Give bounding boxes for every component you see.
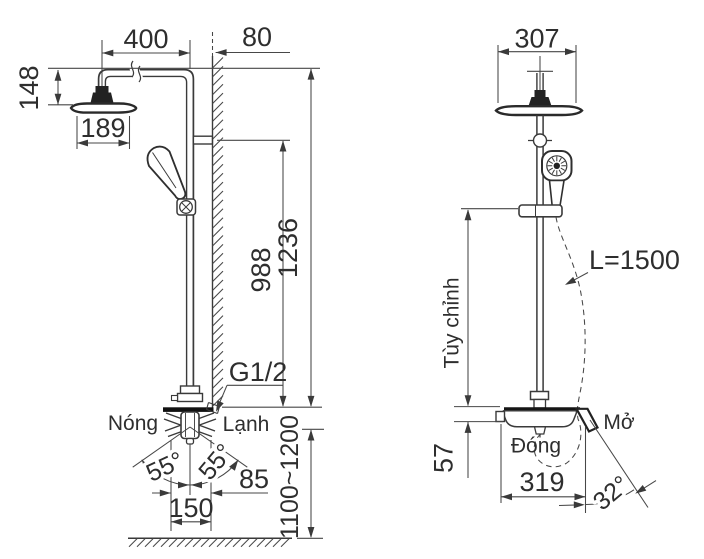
front-view: 400 80 148 189 988 1236 1100~1200 G1/2 N… — [14, 22, 324, 548]
hand-shower-side — [541, 150, 573, 210]
wall-bracket-front — [192, 135, 214, 145]
wall-hatch — [212, 57, 224, 407]
dim-body-length: 319 — [519, 467, 564, 497]
side-view: 307 L=1500 Tùy chỉnh 57 Mở Đóng 319 32° — [429, 24, 680, 520]
dim-wall-offset: 80 — [242, 22, 272, 52]
dim-arm-reach: 400 — [123, 24, 168, 54]
head-connector-side — [534, 90, 546, 97]
dim-body-height: 57 — [429, 443, 459, 473]
wall-bracket-side — [532, 133, 548, 148]
label-adjustable: Tùy chỉnh — [441, 277, 464, 368]
dim-arm-to-valve: 1236 — [273, 218, 303, 278]
spray-face-icon — [547, 156, 566, 175]
mixer-valve-front — [163, 385, 221, 445]
floor-hatch — [128, 538, 290, 548]
floor-section — [128, 537, 292, 548]
front-dimensions — [48, 32, 324, 539]
side-dimensions — [454, 45, 657, 513]
dim-head-width: 189 — [80, 113, 125, 143]
dim-install-height: 1100~1200 — [276, 415, 304, 539]
label-open: Mở — [603, 411, 634, 434]
dim-valve-offset: 85 — [239, 464, 269, 494]
dim-bracket-to-valve: 988 — [246, 247, 276, 292]
slider-holder — [518, 204, 563, 218]
valve-plate — [163, 407, 214, 412]
hand-shower-front — [146, 145, 197, 216]
dim-angle-left: 55° — [142, 446, 188, 487]
head-connector — [95, 86, 109, 93]
mixer-valve-side — [495, 390, 600, 438]
label-close: Đóng — [511, 435, 561, 458]
lever-handle — [574, 407, 600, 433]
label-thread-size: G1/2 — [229, 357, 288, 387]
shower-hose — [533, 216, 586, 468]
rain-head-front — [69, 102, 138, 114]
rain-head-side — [494, 105, 584, 117]
label-cold: Lạnh — [223, 413, 270, 436]
wall-section — [211, 56, 224, 408]
shower-column-side — [494, 56, 649, 508]
pipe-break-icon — [130, 60, 142, 83]
dim-angle-right: 55° — [193, 439, 239, 486]
label-hose-length: L=1500 — [589, 245, 680, 275]
shower-column-front — [69, 40, 221, 445]
dim-head-diameter: 307 — [514, 24, 559, 54]
label-hot: Nóng — [108, 412, 158, 435]
dim-inlet-spacing: 150 — [168, 493, 213, 523]
shower-arm-pipe — [97, 68, 195, 386]
pipe-break-mask — [127, 63, 145, 82]
side-labels: 307 L=1500 Tùy chỉnh 57 Mở Đóng 319 32° — [429, 24, 680, 520]
cold-inlet-elbow — [205, 401, 221, 415]
lever-open-line — [589, 419, 649, 508]
dim-head-drop: 148 — [14, 65, 44, 110]
